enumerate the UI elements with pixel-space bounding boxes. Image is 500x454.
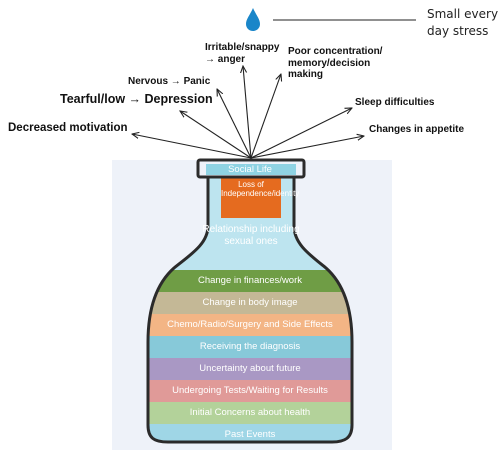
changes-in-appetite-label: Changes in appetite bbox=[369, 124, 465, 135]
nervous-text: Nervous bbox=[128, 76, 169, 87]
layer-chemo bbox=[148, 314, 352, 336]
layer-label-loss-of-independence: Loss of Independence/identity bbox=[221, 180, 300, 199]
stress-note: Small every day stress bbox=[427, 6, 498, 41]
arrow-right-icon: → bbox=[170, 76, 184, 87]
arrow-changes-appetite bbox=[250, 136, 364, 159]
layer-finances-work bbox=[148, 270, 352, 292]
arrow-poor-concentration bbox=[250, 74, 281, 159]
symptom-arrows bbox=[132, 66, 364, 159]
nervous-panic-label: Nervous → Panic bbox=[128, 76, 210, 88]
layer-label-uncertainty: Uncertainty about future bbox=[199, 363, 301, 374]
irritable-snappy-text: Irritable/snappy bbox=[205, 42, 280, 53]
water-drop-icon bbox=[246, 8, 260, 31]
layer-label-social-life: Social Life bbox=[228, 164, 272, 175]
tearful-low-text: Tearful/low bbox=[60, 92, 126, 106]
arrow-right-icon: → bbox=[205, 53, 218, 65]
poor-concentration-line-1: Poor concentration/ bbox=[288, 46, 383, 57]
layer-label-tests: Undergoing Tests/Waiting for Results bbox=[172, 385, 328, 396]
arrow-decreased-motivation bbox=[132, 134, 252, 159]
layer-label-past-events: Past Events bbox=[224, 429, 276, 440]
layer-diagnosis bbox=[148, 336, 352, 358]
layer-label-chemo: Chemo/Radio/Surgery and Side Effects bbox=[167, 319, 333, 330]
arrow-right-icon: → bbox=[128, 92, 145, 106]
tearful-depression-label: Tearful/low → Depression bbox=[60, 92, 213, 106]
arrow-nervous-panic bbox=[217, 89, 252, 159]
irritable-anger-label: Irritable/snappy → anger bbox=[205, 42, 279, 65]
social-life-band bbox=[206, 164, 296, 175]
arrow-sleep-difficulties bbox=[250, 108, 352, 159]
sleep-difficulties-label: Sleep difficulties bbox=[355, 97, 435, 108]
flask-lip bbox=[196, 158, 306, 179]
stress-note-line-2: day stress bbox=[427, 24, 489, 39]
layer-initial-concerns bbox=[148, 402, 352, 424]
layer-loss-of-independence bbox=[221, 178, 281, 218]
decreased-motivation-label: Decreased motivation bbox=[8, 122, 128, 134]
arrow-irritable bbox=[243, 66, 252, 159]
layer-label-initial-concerns: Initial Concerns about health bbox=[189, 407, 311, 418]
depression-text: Depression bbox=[144, 92, 213, 106]
flask-outline bbox=[146, 176, 354, 444]
poor-concentration-label: Poor concentration/ memory/decision maki… bbox=[288, 46, 382, 81]
layer-body-image bbox=[148, 292, 352, 314]
stress-note-line-1: Small every bbox=[427, 7, 499, 21]
layer-tests bbox=[148, 380, 352, 402]
layer-label-diagnosis: Receiving the diagnosis bbox=[199, 341, 301, 352]
anger-text: anger bbox=[217, 53, 246, 65]
panic-text: Panic bbox=[183, 76, 211, 87]
layer-label-relationship: Relationship including sexual ones bbox=[202, 224, 300, 247]
poor-concentration-line-2: memory/decision bbox=[288, 57, 371, 69]
layer-past-events bbox=[148, 424, 352, 442]
layer-label-body-image: Change in body image bbox=[202, 297, 298, 308]
poor-concentration-line-3: making bbox=[288, 69, 324, 80]
arrow-depression bbox=[180, 111, 252, 159]
layer-label-finances-work: Change in finances/work bbox=[197, 275, 303, 286]
layer-uncertainty bbox=[148, 358, 352, 380]
